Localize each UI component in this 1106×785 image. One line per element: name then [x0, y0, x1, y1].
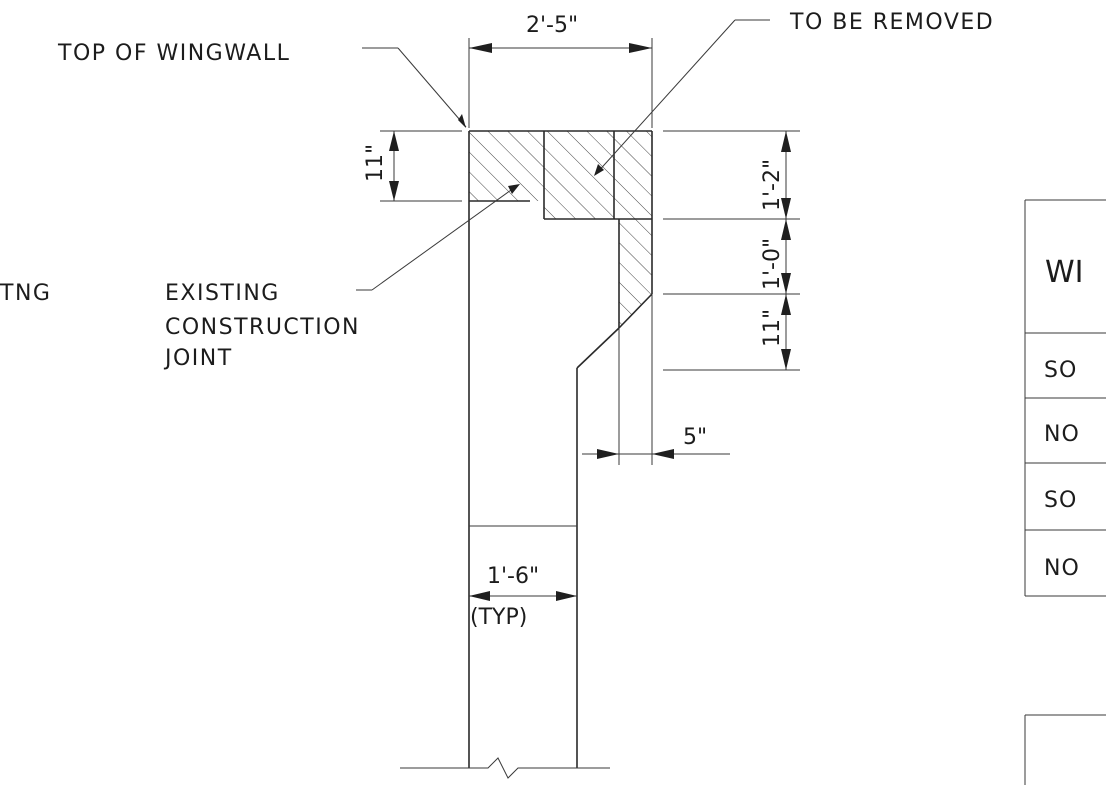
dim-right-middle: 1'-0" [760, 238, 785, 290]
lower-stem-hatch [619, 219, 652, 328]
table-header-fragment: WI [1045, 255, 1084, 290]
dim-wall-width: 1'-6" [487, 564, 539, 589]
dimension-lines [380, 38, 800, 601]
table-row-1: SO [1044, 358, 1077, 383]
labels: TOP OF WINGWALL TO BE REMOVED TNG EXISTI… [0, 10, 994, 371]
label-existing: EXISTING [165, 281, 280, 306]
hatched-regions [469, 131, 652, 328]
table-row-3: SO [1044, 488, 1077, 513]
schedule-table: WI SO NO SO NO [1024, 199, 1106, 785]
wingwall-outline [400, 130, 653, 779]
label-joint: JOINT [163, 346, 233, 371]
label-construction: CONSTRUCTION [165, 315, 360, 340]
dim-right-lower: 11" [760, 309, 785, 347]
dim-offset: 5" [683, 425, 707, 450]
existing-cap-hatch [469, 131, 544, 201]
dim-top-width: 2'-5" [526, 13, 578, 38]
leader-lines [356, 19, 770, 291]
label-top-of-wingwall: TOP OF WINGWALL [57, 41, 290, 66]
table-row-2: NO [1044, 422, 1080, 447]
dim-wall-width-note: (TYP) [470, 605, 527, 630]
dimension-text: 2'-5" 11" 1'-2" 1'-0" 11" 5" 1'-6" (TYP) [363, 13, 785, 630]
label-cut-off-left: TNG [0, 281, 51, 306]
label-to-be-removed: TO BE REMOVED [789, 10, 994, 35]
dim-right-upper: 1'-2" [760, 159, 785, 211]
dim-cap-height: 11" [363, 144, 388, 182]
table-row-4: NO [1044, 556, 1080, 581]
removed-portion-hatch [544, 131, 652, 219]
